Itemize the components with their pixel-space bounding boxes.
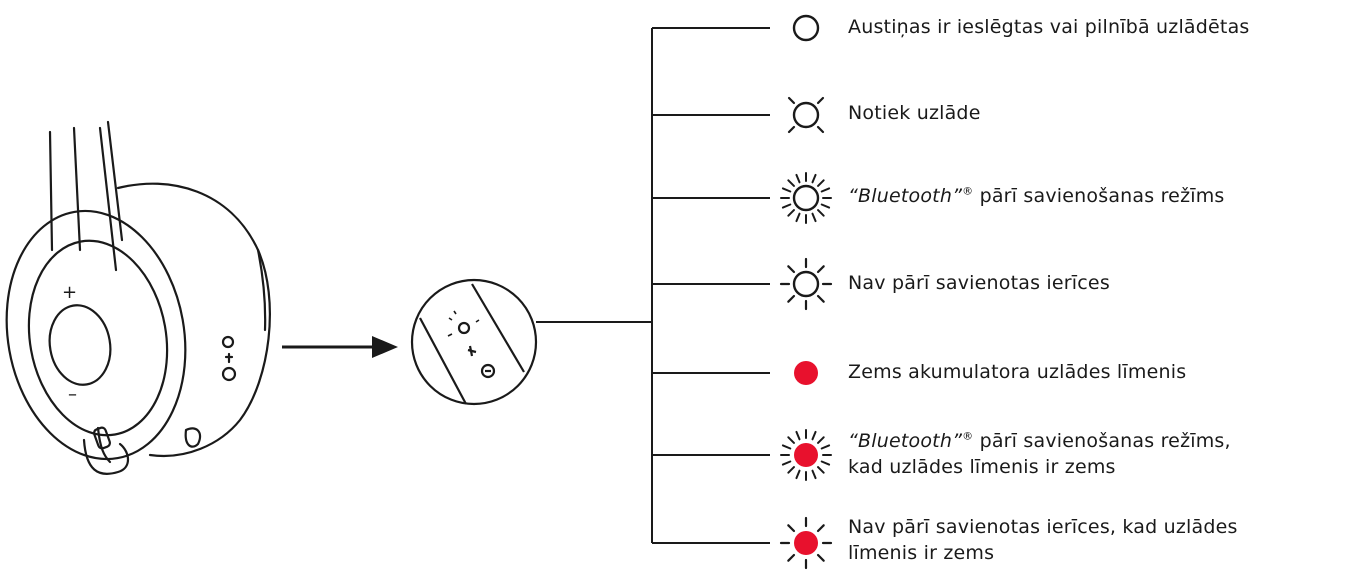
legend-label-charging: Notiek uzlāde: [848, 100, 1343, 126]
legend-label-bt-pairing-low: “Bluetooth”® pārī savienošanas režīms, ka…: [848, 428, 1343, 480]
legend-label-line: kad uzlādes līmenis ir zems: [848, 456, 1116, 478]
legend-label-no-paired-devices: Nav pārī savienotas ierīces: [848, 270, 1343, 296]
legend-label-bt-pairing: “Bluetooth”® pārī savienošanas režīms: [848, 183, 1343, 209]
legend-label-line: Nav pārī savienotas ierīces, kad uzlādes: [848, 516, 1238, 538]
led-pulse-icon: [787, 96, 825, 134]
zoom-detail: [410, 278, 538, 406]
led-slow-blink-icon: [779, 257, 833, 311]
led-red-icon: [794, 361, 818, 385]
legend-label-line: “Bluetooth”® pārī savienošanas režīms,: [848, 429, 1231, 452]
led-red-icon: [779, 516, 833, 570]
legend-connector: [536, 27, 770, 544]
arrow-right-icon: [282, 336, 398, 358]
legend-label-line: līmenis ir zems: [848, 542, 995, 564]
led-off-icon: [792, 14, 820, 42]
status-indicators: [779, 14, 833, 570]
bluetooth-brand-text: “Bluetooth”: [848, 430, 963, 452]
led-fast-blink-icon: [780, 172, 832, 224]
legend-label-on-or-charged: Austiņas ir ieslēgtas vai pilnībā uzlādē…: [848, 14, 1343, 40]
led-red-icon: [780, 429, 832, 481]
legend-label-low-battery: Zems akumulatora uzlādes līmenis: [848, 359, 1343, 385]
legend-label-line: “Bluetooth”® pārī savienošanas režīms: [848, 184, 1225, 207]
volume-up-label: +: [62, 282, 77, 303]
volume-down-label: –: [68, 384, 77, 405]
legend-label-line: Notiek uzlāde: [848, 102, 981, 124]
registered-mark: ®: [962, 184, 974, 198]
legend-label-no-paired-low: Nav pārī savienotas ierīces, kad uzlādes…: [848, 514, 1343, 566]
legend-label-line: Nav pārī savienotas ierīces: [848, 272, 1110, 294]
legend-label-line: Zems akumulatora uzlādes līmenis: [848, 361, 1187, 383]
legend-label-line: Austiņas ir ieslēgtas vai pilnībā uzlādē…: [848, 16, 1250, 38]
registered-mark: ®: [962, 429, 974, 443]
bluetooth-brand-text: “Bluetooth”: [848, 185, 963, 207]
headset-icon: [5, 120, 271, 475]
